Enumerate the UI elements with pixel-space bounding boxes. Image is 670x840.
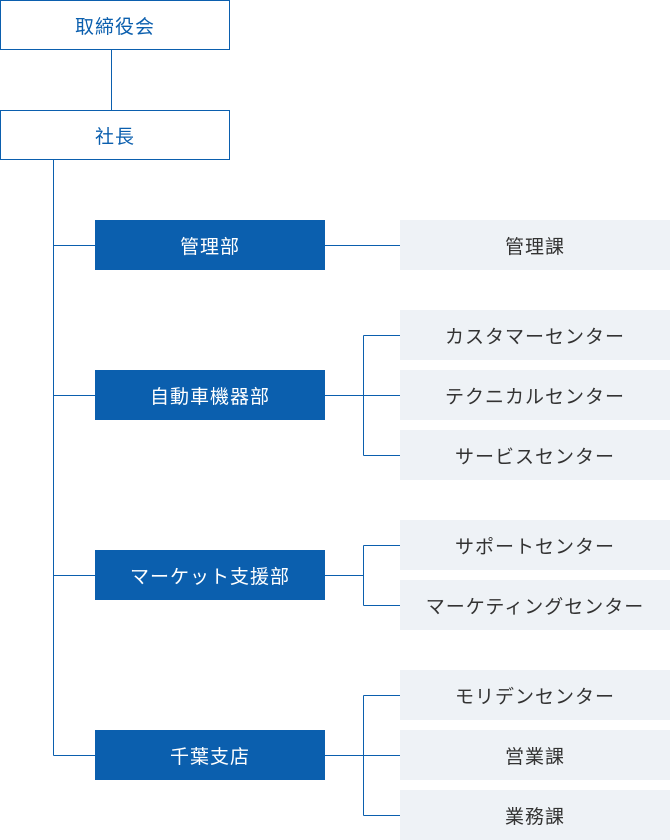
unit-moriden-center: モリデンセンター	[400, 670, 670, 720]
unit-technical-center: テクニカルセンター	[400, 370, 670, 420]
unit-marketing-center: マーケティングセンター	[400, 580, 670, 630]
unit-customer-center: カスタマーセンター	[400, 310, 670, 360]
unit-service-center: サービスセンター	[400, 430, 670, 480]
board-box: 取締役会	[0, 0, 230, 50]
dept-chiba-branch: 千葉支店	[95, 730, 325, 780]
unit-admin-section: 管理課	[400, 220, 670, 270]
president-box: 社長	[0, 110, 230, 160]
dept-admin: 管理部	[95, 220, 325, 270]
dept-market-support: マーケット支援部	[95, 550, 325, 600]
dept-automotive: 自動車機器部	[95, 370, 325, 420]
unit-sales-section: 営業課	[400, 730, 670, 780]
unit-operations-section: 業務課	[400, 790, 670, 840]
unit-support-center: サポートセンター	[400, 520, 670, 570]
